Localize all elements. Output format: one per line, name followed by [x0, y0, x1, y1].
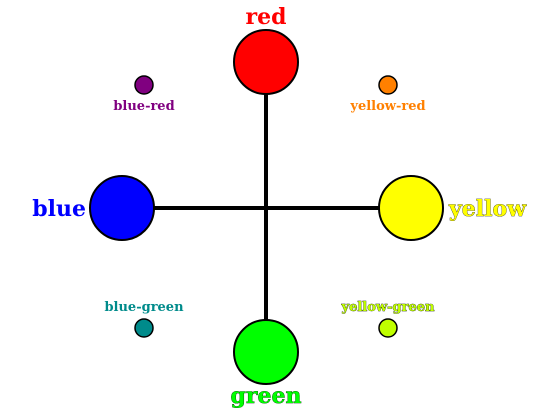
- blue-label: blue: [32, 196, 86, 222]
- blue-red-label: blue-red: [113, 99, 174, 114]
- blue-circle: [89, 175, 155, 241]
- yellow-green-dot: [378, 318, 398, 338]
- yellow-red-dot: [378, 75, 398, 95]
- yellow-circle: [378, 175, 444, 241]
- blue-green-label: blue-green: [104, 300, 184, 315]
- yellow-red-label: yellow-red: [349, 99, 425, 114]
- green-circle: [233, 319, 299, 385]
- yellow-label: yellow: [448, 196, 527, 222]
- green-label: green: [231, 383, 302, 409]
- red-circle: [233, 29, 299, 95]
- blue-red-dot: [134, 75, 154, 95]
- red-label: red: [246, 4, 287, 30]
- yellow-green-label: yellow-green: [341, 300, 435, 315]
- blue-green-dot: [134, 318, 154, 338]
